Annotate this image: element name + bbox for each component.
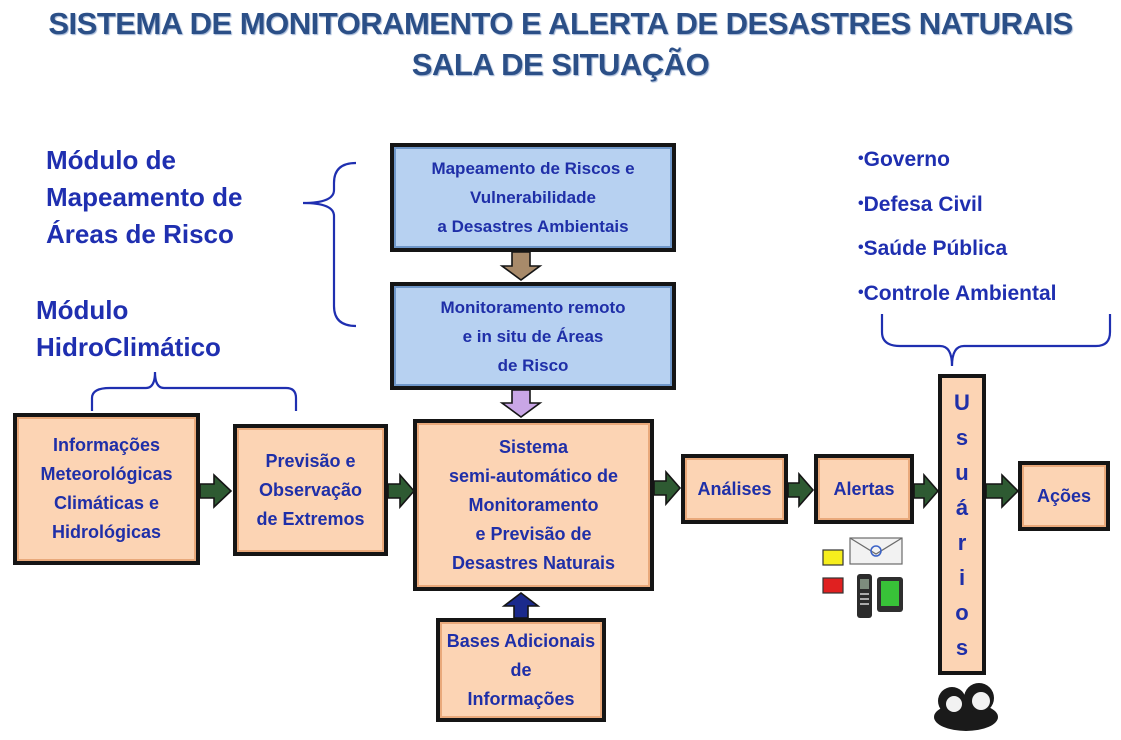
alertas-box: Alertas: [814, 454, 914, 524]
usuarios-column: U s u á r i o s: [938, 374, 986, 675]
module-hidroclimatico-label: Módulo HidroClimático: [36, 295, 221, 362]
user-group-item: Controle Ambiental: [858, 282, 1057, 327]
arrow-alertas-to-usuarios: [913, 472, 940, 510]
module-mapeamento-label: Módulo de Mapeamento de Áreas de Risco: [46, 145, 243, 249]
usuarios-letter: á: [955, 494, 969, 520]
mapeamento-brace: [302, 161, 357, 328]
usuarios-letter: u: [955, 459, 969, 485]
mobile-phone-icon: [857, 574, 872, 618]
mapeamento-riscos-box: Mapeamento de Riscos e Vulnerabilidade a…: [390, 143, 676, 252]
arrow-usuarios-to-acoes: [985, 473, 1020, 509]
user-group-item: Defesa Civil: [858, 193, 1057, 238]
diagram-title-line1: SISTEMA DE MONITORAMENTO E ALERTA DE DES…: [48, 6, 1073, 41]
arrow-bases-to-sistema: [501, 591, 541, 619]
acoes-box: Ações: [1018, 461, 1110, 531]
yellow-status-icon: [822, 549, 844, 566]
usuarios-letter: i: [958, 564, 966, 590]
red-status-icon: [822, 577, 844, 594]
user-group-item: Governo: [858, 148, 1057, 193]
arrow-monitoramento-to-sistema: [499, 389, 543, 418]
hidroclimatico-brace: [90, 371, 298, 411]
informacoes-box: Informações Meteorológicas Climáticas e …: [13, 413, 200, 565]
diagram-title-line2: SALA DE SITUAÇÃO: [411, 47, 710, 82]
analises-box: Análises: [681, 454, 788, 524]
sistema-box: Sistema semi-automático de Monitoramento…: [413, 419, 654, 591]
arrow-analises-to-alertas: [787, 471, 815, 509]
usuarios-letter: r: [957, 529, 967, 555]
monitoramento-remoto-box: Monitoramento remoto e in situ de Áreas …: [390, 282, 676, 390]
users-icon: [934, 683, 998, 731]
smartphone-icon: [877, 577, 903, 612]
arrow-previsao-to-sistema: [387, 472, 416, 510]
usuarios-letter: o: [955, 599, 969, 625]
arrow-mapeamento-to-monitoramento: [499, 251, 543, 281]
bases-adicionais-box: Bases Adicionais de Informações: [436, 618, 606, 722]
user-groups-list: Governo Defesa Civil Saúde Pública Contr…: [858, 148, 1057, 326]
user-group-item: Saúde Pública: [858, 237, 1057, 282]
user-groups-brace: [880, 314, 1112, 367]
email-icon: [849, 537, 903, 565]
usuarios-letter: s: [955, 424, 969, 450]
arrow-sistema-to-analises: [653, 469, 682, 507]
usuarios-letter: s: [955, 634, 969, 660]
usuarios-letter: U: [954, 389, 970, 415]
previsao-box: Previsão e Observação de Extremos: [233, 424, 388, 556]
arrow-informacoes-to-previsao: [199, 473, 233, 509]
